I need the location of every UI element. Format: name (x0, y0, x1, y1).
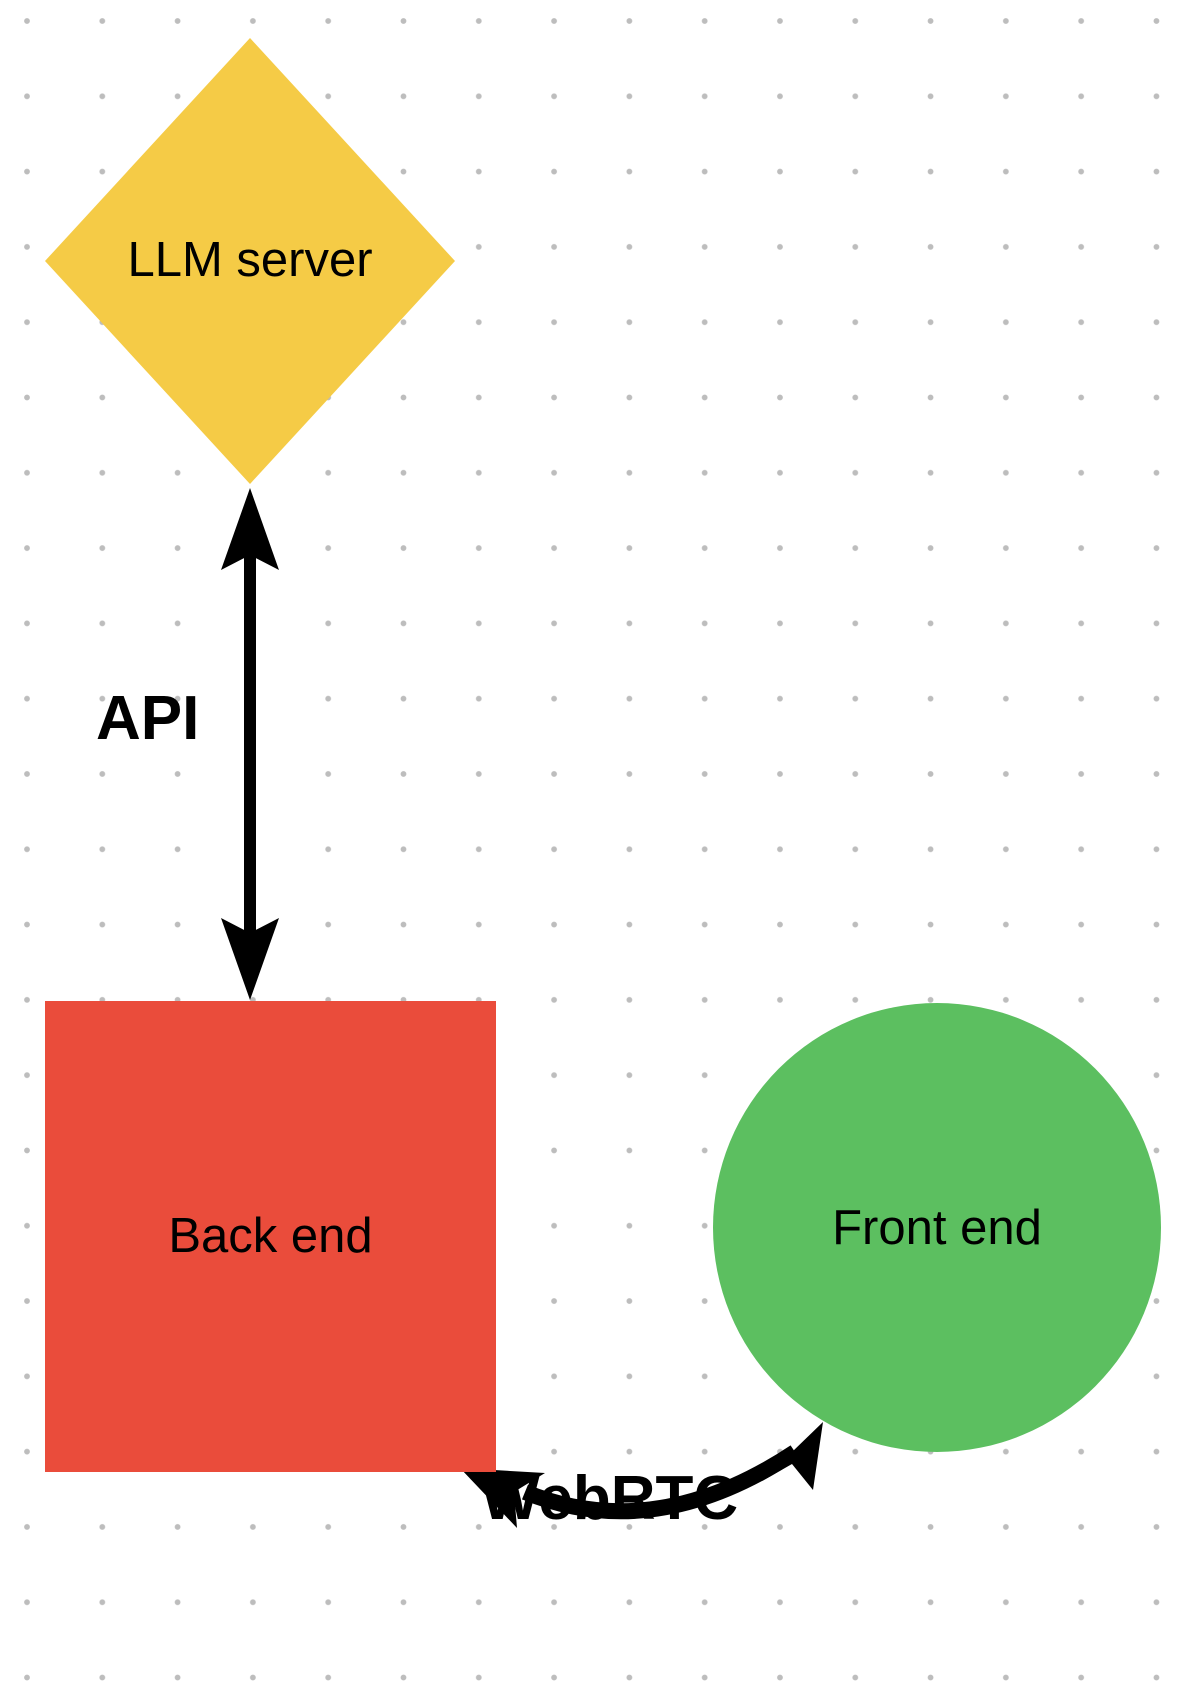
edge-api-arrowhead-down (221, 918, 279, 1000)
edge-webrtc-arrowhead-left (460, 1468, 545, 1528)
edge-api[interactable] (221, 488, 279, 1000)
edge-webrtc-arrowhead-right (762, 1422, 823, 1490)
edge-api-arrowhead-up (221, 488, 279, 570)
edge-webrtc[interactable] (460, 1422, 823, 1528)
edge-webrtc-curve (521, 1445, 800, 1520)
node-llm-server[interactable]: LLM server (45, 38, 455, 484)
diamond-shape (45, 38, 455, 484)
node-front-end[interactable]: Front end (713, 1003, 1161, 1452)
node-back-end-label: Back end (168, 1209, 373, 1263)
node-back-end[interactable]: Back end (45, 1001, 496, 1472)
node-front-end-label: Front end (832, 1201, 1042, 1255)
